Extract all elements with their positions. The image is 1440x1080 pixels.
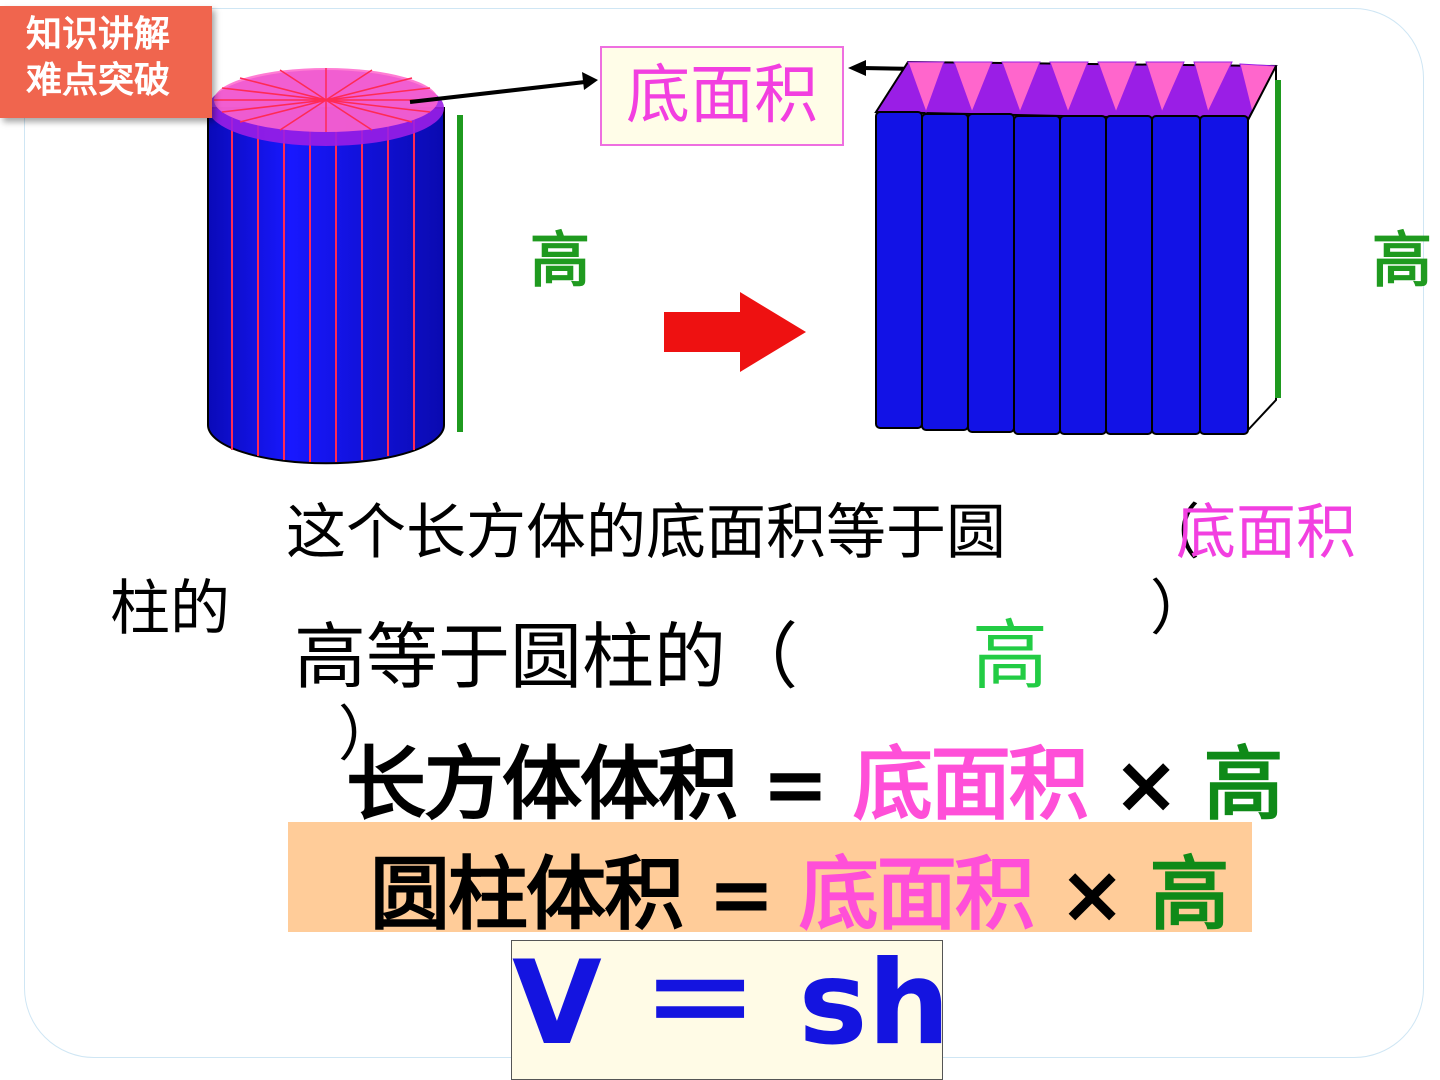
cylinder-to-cuboid-diagram <box>207 60 1281 465</box>
sentence-1-continued: 柱的 <box>110 574 230 644</box>
sentence-1: 这个长方体的底面积等于圆 <box>286 498 1006 568</box>
base-area-label: 底面积 <box>600 46 844 146</box>
cylinder-volume-area: 底面积 <box>798 848 1035 941</box>
area-pointer-arrow-left <box>409 72 598 104</box>
cylinder-volume-height: 高 <box>1149 848 1230 941</box>
answer-height: 高 <box>972 611 1048 700</box>
section-tag-line1: 知识讲解 <box>26 14 171 55</box>
cylinder <box>207 68 463 465</box>
cylinder-volume-formula: 圆柱体积 = 底面积 × 高 <box>370 830 1230 946</box>
cuboid-volume-height: 高 <box>1203 738 1284 831</box>
paren-1-open: （ <box>1140 498 1200 568</box>
cylinder-volume-times: × <box>1058 848 1126 941</box>
cuboid-volume-eq: = <box>761 738 829 831</box>
paren-1-close: ） <box>1150 574 1210 644</box>
volume-symbol-formula: V ＝ sh <box>511 940 950 1080</box>
cylinder-height-label: 高 <box>530 226 590 296</box>
paren-2-close: ） <box>338 700 398 770</box>
cuboid-volume-area: 底面积 <box>852 738 1089 831</box>
cuboid <box>874 60 1281 435</box>
transform-arrow <box>664 292 806 372</box>
cylinder-volume-eq: = <box>707 848 775 941</box>
cylinder-volume-lhs: 圆柱体积 <box>370 848 684 941</box>
section-tag: 知识讲解 难点突破 <box>0 6 212 118</box>
section-tag-line2: 难点突破 <box>26 60 171 101</box>
cuboid-height-label: 高 <box>1372 226 1432 296</box>
sentence-2: 高等于圆柱的（ <box>294 615 799 699</box>
answer-base-area: 底面积 <box>1176 498 1356 568</box>
cuboid-volume-times: × <box>1112 738 1180 831</box>
cuboid-volume-formula: 长方体体积 = 底面积 × 高 <box>346 720 1284 836</box>
cylinder-formula-band <box>288 822 1252 932</box>
cuboid-volume-lhs: 长方体体积 <box>346 738 738 831</box>
